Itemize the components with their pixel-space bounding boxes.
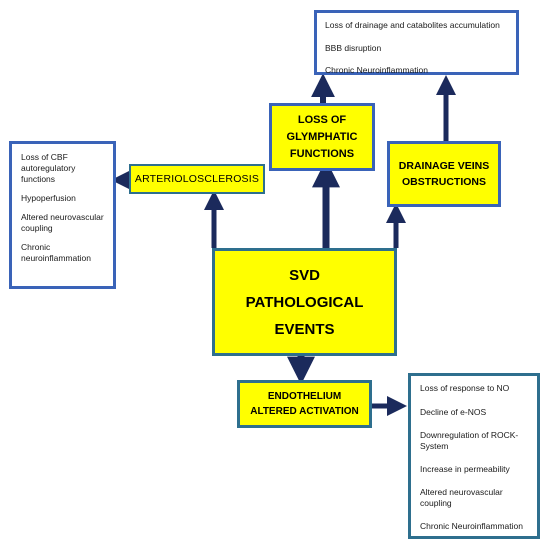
top-effects-list: Loss of drainage and catabolites accumul… xyxy=(314,10,519,75)
svd-center-box: SVD PATHOLOGICAL EVENTS xyxy=(212,248,397,356)
list-item: Loss of CBF autoregulatory functions xyxy=(21,152,76,184)
center-line: SVD xyxy=(289,266,320,284)
center-line: PATHOLOGICAL xyxy=(245,293,364,311)
list-item: BBB disruption xyxy=(325,43,382,53)
list-item: Chronic Neuroinflammation xyxy=(325,65,428,75)
drainage-box: DRAINAGE VEINS OBSTRUCTIONS xyxy=(387,141,501,207)
list-item: Decline of e-NOS xyxy=(420,407,487,417)
endothelium-line: ENDOTHELIUM xyxy=(267,391,342,402)
endothelium-line: ALTERED ACTIVATION xyxy=(250,406,359,417)
list-item: Downregulation of ROCK-System xyxy=(420,430,519,451)
list-item: Chronic neuroinflammation xyxy=(21,242,91,263)
glymphatic-line: FUNCTIONS xyxy=(289,147,355,160)
drainage-line: OBSTRUCTIONS xyxy=(402,176,486,188)
glymphatic-line: GLYMPHATIC xyxy=(286,130,358,143)
center-line: EVENTS xyxy=(274,320,335,338)
glymphatic-line: LOSS OF xyxy=(297,113,347,126)
right-effects-list: Loss of response to NO Decline of e-NOS … xyxy=(408,373,540,539)
list-item: Hypoperfusion xyxy=(21,193,76,203)
left-effects-list: Loss of CBF autoregulatory functions Hyp… xyxy=(9,141,116,289)
list-item: Loss of drainage and catabolites accumul… xyxy=(325,20,500,30)
arterio-box: ARTERIOLOSCLEROSIS xyxy=(129,164,265,194)
list-item: Increase in permeability xyxy=(420,464,510,474)
list-item: Altered neurovascular coupling xyxy=(420,487,503,508)
arterio-label: ARTERIOLOSCLEROSIS xyxy=(134,173,260,185)
endothelium-box: ENDOTHELIUM ALTERED ACTIVATION xyxy=(237,380,372,428)
glymphatic-box: LOSS OF GLYMPHATIC FUNCTIONS xyxy=(269,103,375,171)
list-item: Loss of response to NO xyxy=(420,383,510,393)
drainage-line: DRAINAGE VEINS xyxy=(398,160,490,172)
list-item: Chronic Neuroinflammation xyxy=(420,521,523,531)
list-item: Altered neurovascular coupling xyxy=(21,212,104,233)
